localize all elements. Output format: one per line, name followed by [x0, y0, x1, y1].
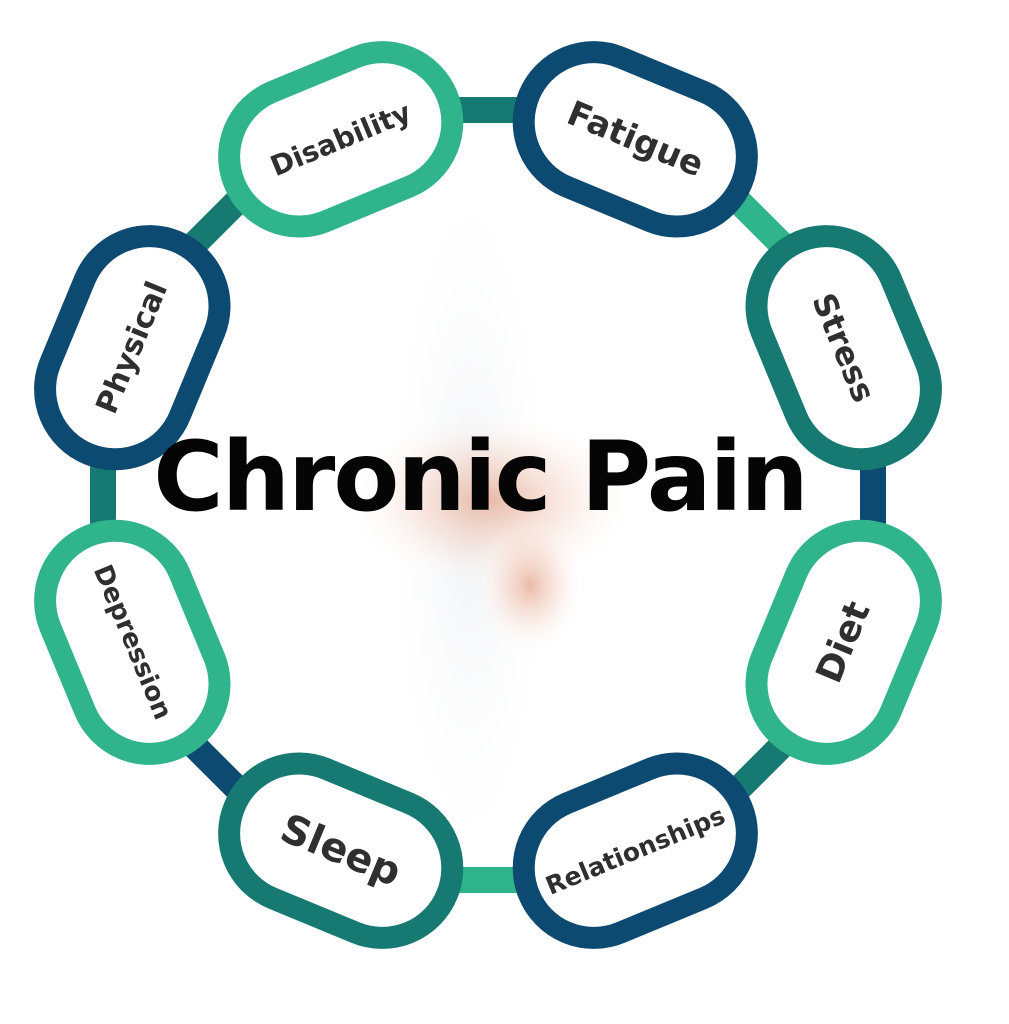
chain-link-fatigue: Fatigue	[512, 41, 758, 238]
chain-link-depression: Depression	[34, 519, 231, 765]
chain-link-ring	[745, 225, 942, 471]
chain-link-ring	[512, 752, 758, 949]
chain-link-stress: Stress	[745, 225, 942, 471]
chain-link-ring	[512, 41, 758, 238]
chain-link-ring	[218, 752, 464, 949]
chain-link-sleep: Sleep	[218, 752, 464, 949]
blurred-background-photo	[340, 160, 640, 880]
center-title: Chronic Pain	[153, 421, 808, 533]
chain-link-ring	[218, 41, 464, 238]
chain-link-diet: Diet	[745, 519, 942, 765]
chain-link-relationships: Relationships	[512, 752, 758, 949]
chain-link-physical: Physical	[34, 225, 231, 471]
chain-link-ring	[34, 519, 231, 765]
chain-link-disability: Disability	[218, 41, 464, 238]
chain-link-ring	[34, 225, 231, 471]
chain-link-ring	[745, 519, 942, 765]
